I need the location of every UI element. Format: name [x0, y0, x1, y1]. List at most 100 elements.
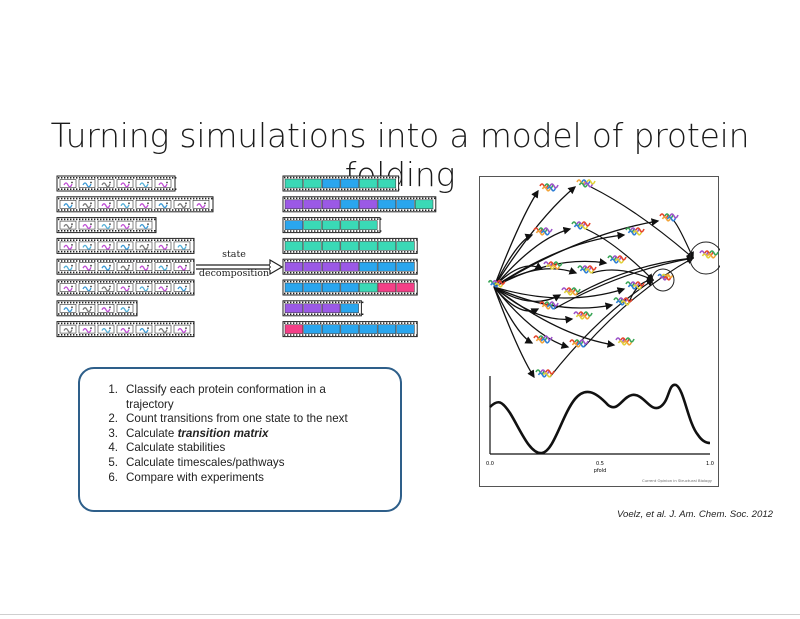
transition-arrow	[493, 286, 562, 302]
state-cell	[396, 261, 415, 272]
step-emphasis: transition matrix	[177, 426, 269, 440]
state-cell	[321, 220, 341, 230]
state-cell	[303, 199, 322, 210]
x-tick-05: 0.5	[596, 461, 604, 467]
step-item: 1.Classify each protein conformation in …	[108, 383, 326, 396]
transition-arrow	[493, 218, 660, 288]
filmstrip	[56, 321, 195, 338]
state-cell	[340, 261, 359, 272]
state-cell	[377, 178, 397, 189]
folding-network-figure: 0.0 0.5 1.0 pfold Current Opinion in Str…	[479, 176, 723, 487]
state-cell	[321, 199, 341, 210]
transition-arrow	[493, 286, 535, 379]
protein-structure	[659, 213, 679, 222]
transition-arrow	[583, 257, 695, 348]
state-bar	[282, 321, 418, 338]
decomposition-arrow	[196, 258, 284, 276]
step-item: 4.Calculate stabilities	[108, 441, 226, 455]
folding-network-svg: 0.0 0.5 1.0 pfold Current Opinion in Str…	[486, 179, 723, 483]
footer-divider	[0, 614, 800, 615]
intermediate-state-circle	[651, 268, 675, 292]
slide-title: Turning simulations into a model of prot…	[50, 116, 750, 194]
transition-arrow	[493, 267, 578, 288]
state-bar	[282, 300, 364, 317]
transition-arrow	[493, 262, 544, 288]
state-cell	[340, 220, 359, 230]
state-cell	[377, 241, 397, 251]
protein-structure	[561, 287, 581, 296]
transition-arrow	[493, 286, 626, 299]
protein-structure	[625, 281, 645, 290]
state-cell	[303, 178, 322, 189]
protein-structure	[615, 337, 635, 346]
step-item: 6.Compare with experiments	[108, 470, 264, 484]
protein-structure	[657, 273, 674, 281]
state-cell	[377, 324, 397, 334]
state-cell	[321, 303, 341, 314]
state-cell	[377, 282, 397, 293]
state-cell	[396, 324, 415, 334]
protein-structure	[613, 297, 633, 306]
state-cell	[321, 178, 341, 189]
state-bar	[282, 175, 400, 192]
filmstrip	[56, 279, 195, 296]
arrow-label-decomposition: decomposition	[199, 268, 269, 279]
state-cell	[359, 178, 378, 189]
protein-structure	[487, 279, 506, 288]
filmstrip	[56, 175, 177, 192]
state-cell	[377, 261, 397, 272]
state-cell	[359, 261, 378, 272]
protein-structures	[487, 179, 719, 378]
network-arrows	[493, 186, 695, 379]
arrow-label-state: state	[222, 249, 246, 260]
state-cell	[303, 303, 322, 314]
state-cell	[284, 199, 304, 210]
state-cell	[340, 282, 359, 293]
filmstrip	[56, 217, 157, 234]
state-cell	[359, 324, 378, 334]
state-cell	[340, 324, 359, 334]
state-cell	[321, 324, 341, 334]
protein-structure	[571, 221, 591, 230]
protein-structure	[533, 227, 553, 236]
x-tick-1: 1.0	[706, 461, 714, 467]
x-axis-label: pfold	[594, 468, 607, 474]
transition-arrow	[493, 231, 626, 288]
protein-structure	[535, 369, 555, 378]
state-cell	[340, 241, 359, 251]
state-bar	[282, 217, 382, 234]
state-bars	[282, 175, 437, 338]
protein-structure	[625, 227, 645, 236]
state-cell	[359, 241, 378, 251]
transition-arrow	[591, 269, 655, 281]
filmstrip	[56, 237, 195, 254]
filmstrip	[56, 258, 195, 275]
transition-arrow	[493, 226, 572, 288]
state-cell	[303, 261, 322, 272]
state-bar	[282, 237, 418, 254]
protein-structure	[539, 301, 559, 310]
protein-structure	[543, 261, 563, 270]
state-cell	[284, 282, 304, 293]
state-cell	[303, 220, 322, 230]
state-cell	[340, 178, 359, 189]
steps-box: 1.Classify each protein conformation in …	[78, 367, 402, 512]
step-item: trajectory	[126, 397, 174, 411]
transition-arrow	[493, 233, 534, 288]
state-cell	[284, 303, 304, 314]
state-bar	[282, 196, 437, 213]
figure-credit: Current Opinion in Structural Biology	[642, 478, 713, 483]
free-energy-curve	[489, 383, 711, 455]
protein-structure	[699, 250, 719, 259]
state-cell	[396, 241, 415, 251]
state-cell	[303, 241, 322, 251]
state-cell	[284, 178, 304, 189]
state-cell	[303, 324, 322, 334]
x-tick-0: 0.0	[486, 461, 494, 467]
protein-structure	[576, 179, 596, 188]
step-item: 3.Calculate transition matrix	[108, 426, 269, 440]
filmstrip	[56, 196, 214, 213]
state-cell	[359, 199, 378, 210]
transition-arrow	[493, 286, 616, 348]
state-cell	[359, 220, 378, 230]
